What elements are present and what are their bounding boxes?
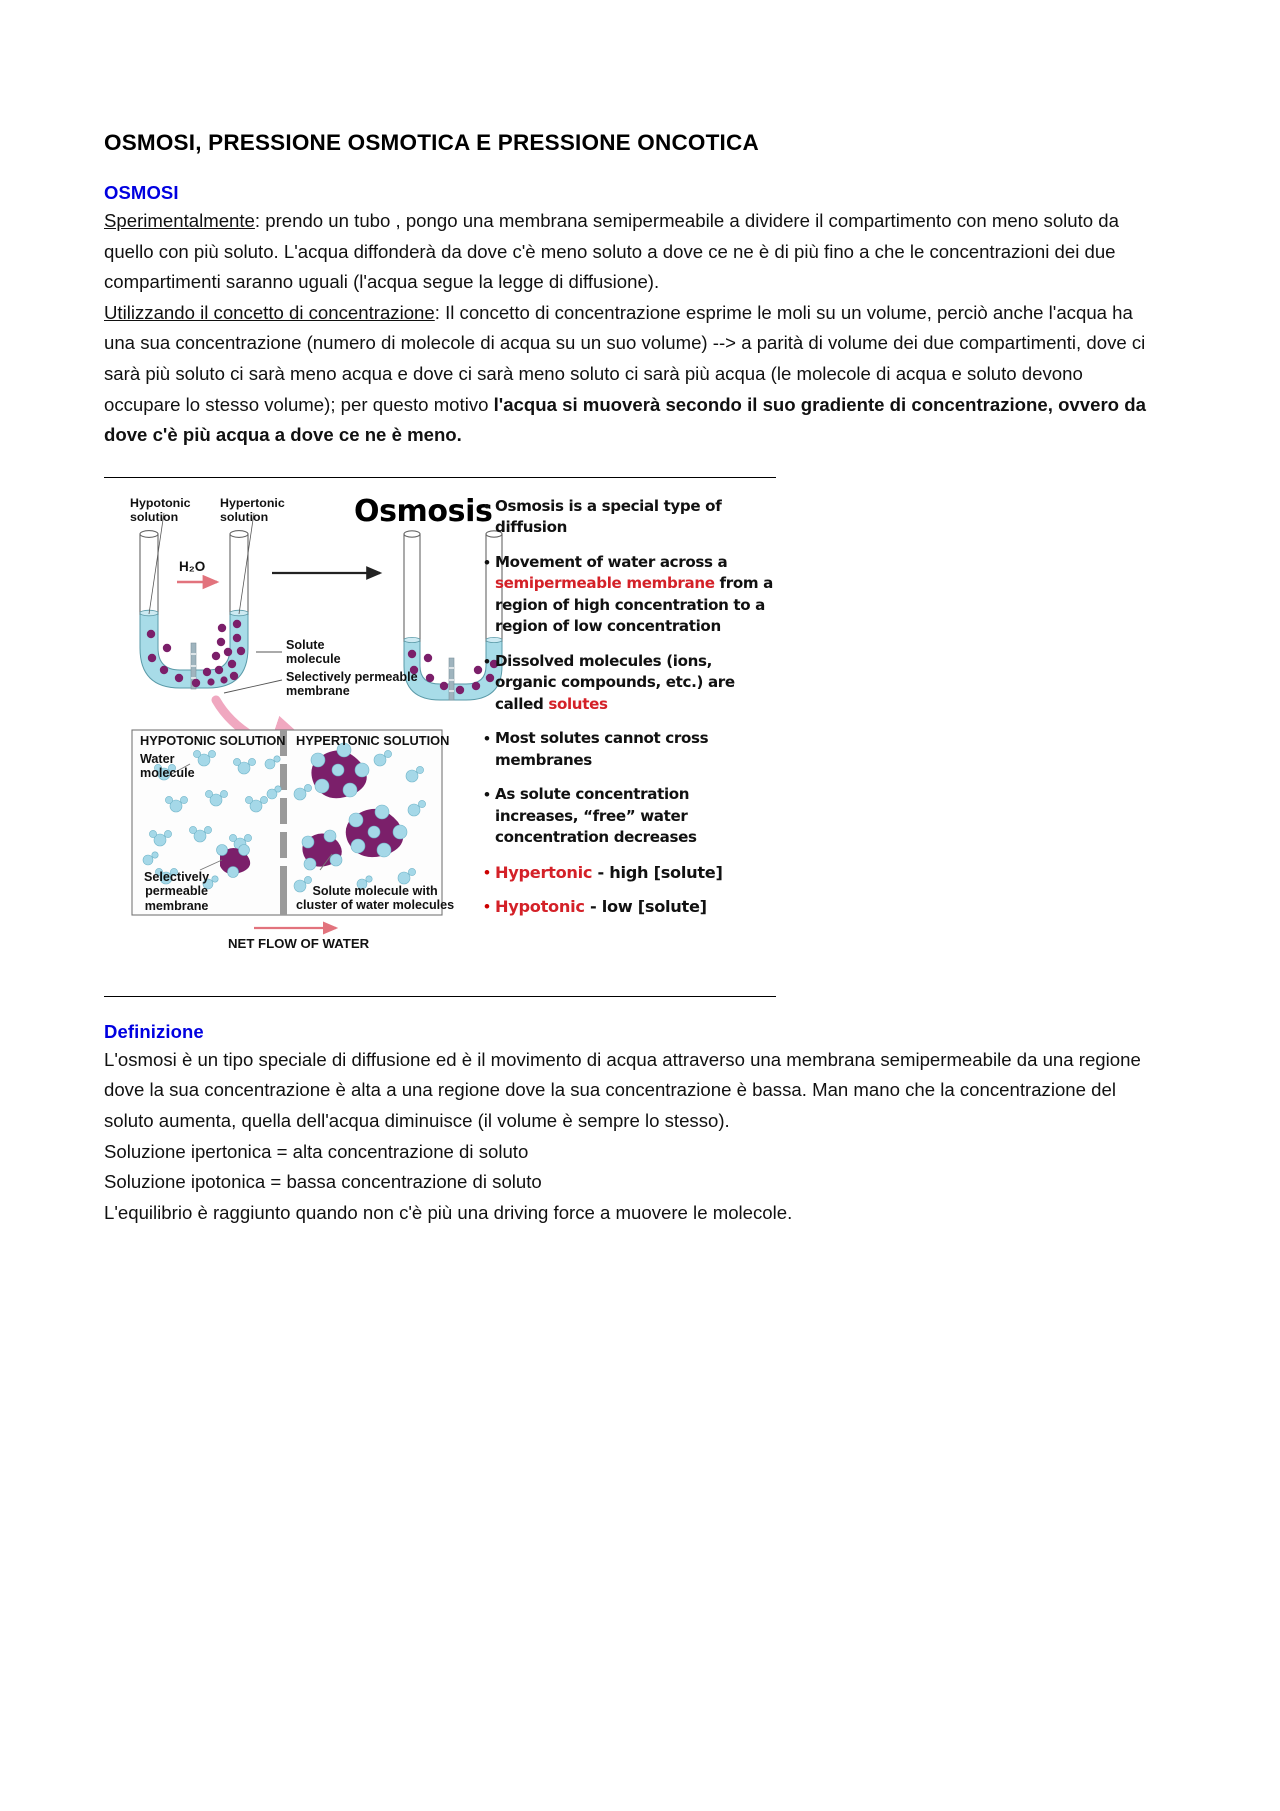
bullet-text-span: Dissolved molecules (ions, organic compo… xyxy=(495,651,735,713)
bullet-text-span: semipermeable membrane xyxy=(495,574,715,593)
bullet-text: Osmosis is a special type of diffusion xyxy=(495,496,774,539)
paragraph-concetto: Utilizzando il concetto di concentrazion… xyxy=(104,298,1154,451)
label-solute-molecule: Solute molecule xyxy=(286,637,341,667)
paragraph-sperimentalmente: Sperimentalmente: prendo un tubo , pongo… xyxy=(104,206,1154,298)
divider-top xyxy=(104,476,776,478)
label-panel-hypotonic: HYPOTONIC SOLUTION xyxy=(140,732,286,748)
paragraph-2-text: : Il concetto di concentrazione esprime … xyxy=(104,301,1146,415)
bullet-text: As solute concentration increases, “free… xyxy=(495,784,774,849)
bullet-text-span: As solute concentration increases, “free… xyxy=(495,785,697,847)
label-selectively-permeable-membrane-2: Selectively permeable membrane xyxy=(144,869,210,913)
bullet-text-span: Hypotonic xyxy=(495,897,585,917)
bullet-dot-icon: • xyxy=(484,785,490,805)
bullet-text: Movement of water across a semipermeable… xyxy=(495,552,774,638)
bullet-text-span: Osmosis is a special type of diffusion xyxy=(495,496,722,537)
bullet-dot-icon: • xyxy=(484,552,490,572)
bullet-item-hypotonic: • Hypotonic - low [solute] xyxy=(484,896,774,918)
bullet-item: • As solute concentration increases, “fr… xyxy=(484,784,774,849)
section-definizione: Definizione L'osmosi è un tipo speciale … xyxy=(104,1021,1154,1229)
definition-paragraph: L'osmosi è un tipo speciale di diffusion… xyxy=(104,1048,1141,1131)
bullet-text: Hypertonic - high [solute] xyxy=(495,862,723,884)
section-osmosi: OSMOSI Sperimentalmente: prendo un tubo … xyxy=(104,182,1154,451)
lead-sperimentalmente: Sperimentalmente xyxy=(104,210,255,231)
bullet-text: Dissolved molecules (ions, organic compo… xyxy=(495,651,774,716)
bullet-item-hypertonic: • Hypertonic - high [solute] xyxy=(484,862,774,884)
bullet-item: • Movement of water across a semipermeab… xyxy=(484,552,774,638)
label-hypertonic-solution: Hypertonic solution xyxy=(220,495,285,524)
bullet-dot-icon: • xyxy=(484,729,490,749)
bullet-text-span: Hypertonic xyxy=(495,862,593,882)
label-selectively-permeable-membrane: Selectively permeable membrane xyxy=(286,669,418,699)
lead-utilizzando: Utilizzando il concetto di concentrazion… xyxy=(104,301,435,323)
label-water-formula: H₂O xyxy=(179,558,206,574)
label-net-flow: NET FLOW OF WATER xyxy=(228,935,370,951)
bullet-item: • Osmosis is a special type of diffusion xyxy=(484,496,774,539)
bullet-dot-icon: • xyxy=(484,897,490,917)
bullet-item: • Most solutes cannot cross membranes xyxy=(484,728,774,771)
bullet-text-span: Movement of water across a xyxy=(495,552,728,571)
bullet-dot-icon: • xyxy=(484,862,490,882)
bullet-text-span: solutes xyxy=(548,694,608,713)
bullet-text-span: Most solutes cannot cross membranes xyxy=(495,729,709,769)
label-panel-hypertonic: HYPERTONIC SOLUTION xyxy=(296,732,450,748)
label-hypotonic-solution: Hypotonic solution xyxy=(130,495,191,524)
bullet-item: • Dissolved molecules (ions, organic com… xyxy=(484,651,774,716)
osmosis-diagram-svg xyxy=(131,512,503,935)
divider-bottom xyxy=(104,995,776,997)
label-water-molecule: Water molecule xyxy=(140,751,195,781)
bullet-text-span: - low [solute] xyxy=(584,897,707,917)
bullet-text-span: from a region of high concentration to a… xyxy=(495,574,773,636)
page-title: OSMOSI, PRESSIONE OSMOTICA E PRESSIONE O… xyxy=(104,130,759,155)
label-solute-cluster: Solute molecule with cluster of water mo… xyxy=(296,883,455,912)
bullet-dot-icon: • xyxy=(484,496,490,516)
bullet-text: Most solutes cannot cross membranes xyxy=(495,728,774,771)
bullet-text-span: - high [solute] xyxy=(592,862,723,882)
definition-line-ipertonica: Soluzione ipertonica = alta concentrazio… xyxy=(104,1140,529,1162)
osmosis-figure: Osmosis Hypotonic solution Hypertonic so… xyxy=(104,488,776,958)
paragraph-1-text: : prendo un tubo , pongo una membrana se… xyxy=(104,210,1119,293)
bullet-dot-icon: • xyxy=(484,651,490,671)
definition-line-ipotonica: Soluzione ipotonica = bassa concentrazio… xyxy=(104,1171,542,1193)
definition-line-equilibrio: L'equilibrio è raggiunto quando non c'è … xyxy=(104,1201,793,1223)
figure-bullet-list: • Osmosis is a special type of diffusion… xyxy=(484,496,774,931)
document-content: OSMOSI, PRESSIONE OSMOTICA E PRESSIONE O… xyxy=(104,130,1154,1228)
figure-title: Osmosis xyxy=(354,493,493,529)
section-heading-definizione: Definizione xyxy=(104,1020,204,1042)
paragraph-2-bold: l'acqua si muoverà secondo il suo gradie… xyxy=(104,393,1146,446)
section-heading-osmosi: OSMOSI xyxy=(104,182,179,203)
bullet-text: Hypotonic - low [solute] xyxy=(495,896,707,918)
